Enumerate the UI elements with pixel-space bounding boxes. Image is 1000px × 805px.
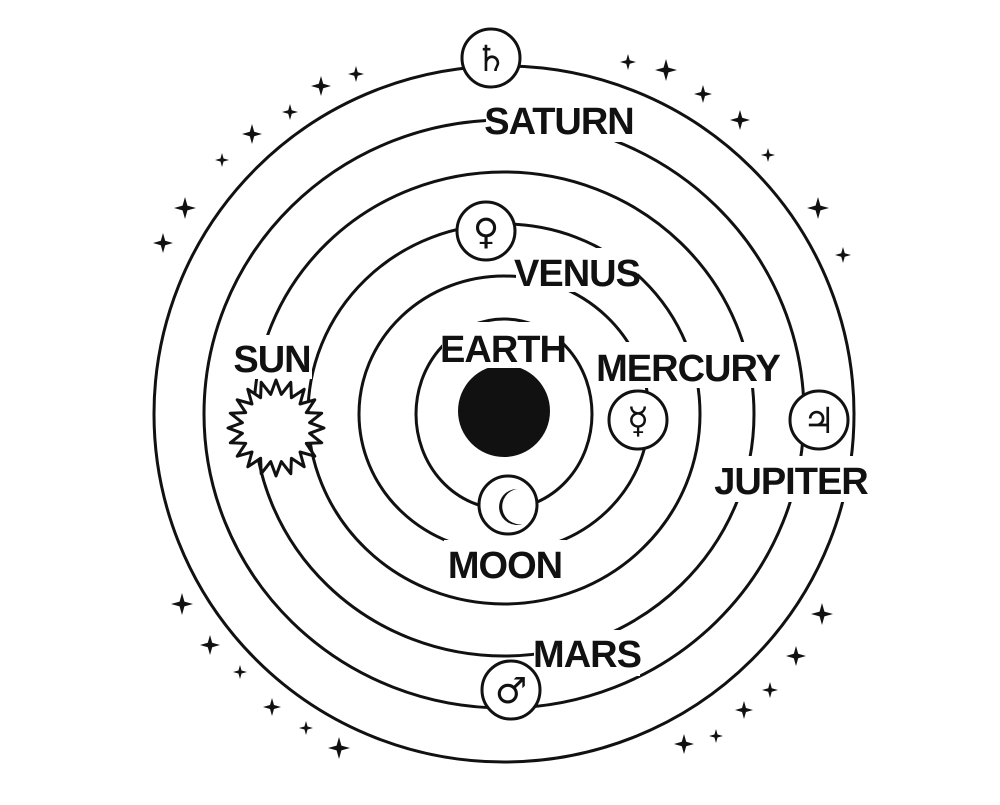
venus-label-bg bbox=[516, 248, 638, 292]
four-point-star-icon bbox=[174, 197, 196, 219]
four-point-star-icon bbox=[200, 635, 220, 655]
four-point-star-icon bbox=[761, 148, 775, 162]
four-point-star-icon bbox=[694, 85, 712, 103]
four-point-star-icon bbox=[709, 729, 723, 743]
four-point-star-icon bbox=[811, 603, 833, 625]
venus-medallion bbox=[455, 200, 517, 262]
mars-label: MARS bbox=[533, 634, 641, 676]
venus-label: VENUS bbox=[514, 253, 640, 295]
saturn-symbol-icon: ♄ bbox=[475, 39, 507, 80]
moon-marker bbox=[477, 474, 539, 536]
mercury-medallion bbox=[607, 389, 669, 451]
earth-disc bbox=[458, 365, 550, 457]
mars-marker: ♂ bbox=[480, 659, 542, 721]
saturn-medallion bbox=[460, 27, 522, 89]
saturn-marker: ♄ bbox=[460, 27, 522, 89]
four-point-star-icon bbox=[835, 247, 851, 263]
sun-label: SUN bbox=[233, 339, 310, 381]
four-point-star-icon bbox=[730, 110, 750, 130]
four-point-star-icon bbox=[263, 698, 281, 716]
mars-symbol-icon: ♂ bbox=[495, 671, 527, 712]
four-point-star-icon bbox=[655, 59, 677, 81]
four-point-star-icon bbox=[282, 104, 298, 120]
mercury-symbol-icon: ☿ bbox=[627, 401, 649, 442]
four-point-star-icon bbox=[762, 682, 778, 698]
mars-label-bg bbox=[534, 630, 640, 676]
four-point-star-icon bbox=[171, 593, 193, 615]
venus-marker: ♀ bbox=[455, 200, 517, 262]
earth-label: EARTH bbox=[440, 329, 566, 371]
four-point-star-icon bbox=[242, 124, 262, 144]
sun-label-bg bbox=[232, 335, 312, 379]
jupiter-marker: ♃ bbox=[788, 389, 850, 451]
four-point-star-icon bbox=[311, 76, 331, 96]
mercury-label: MERCURY bbox=[596, 348, 780, 390]
four-point-star-icon bbox=[620, 54, 636, 70]
four-point-star-icon bbox=[807, 197, 829, 219]
four-point-star-icon bbox=[735, 701, 753, 719]
four-point-star-icon bbox=[348, 66, 364, 82]
moon-label: MOON bbox=[448, 545, 562, 587]
venus-symbol-icon: ♀ bbox=[473, 212, 499, 253]
four-point-star-icon bbox=[674, 734, 694, 754]
jupiter-medallion bbox=[788, 389, 850, 451]
jupiter-label-bg bbox=[720, 456, 862, 502]
four-point-star-icon bbox=[299, 721, 313, 735]
four-point-star-icon bbox=[786, 646, 806, 666]
mars-medallion bbox=[480, 659, 542, 721]
earth-label-bg bbox=[442, 322, 564, 368]
stars bbox=[153, 54, 851, 759]
sun-icon bbox=[226, 378, 326, 478]
mercury-marker: ☿ bbox=[607, 389, 669, 451]
saturn-label-bg bbox=[486, 96, 632, 142]
jupiter-symbol-icon: ♃ bbox=[803, 401, 835, 442]
jupiter-label: JUPITER bbox=[714, 461, 868, 503]
mercury-label-bg bbox=[603, 342, 773, 388]
four-point-star-icon bbox=[215, 153, 229, 167]
sun-rays bbox=[226, 378, 326, 478]
moon-medallion bbox=[477, 474, 539, 536]
moon-label-bg bbox=[444, 540, 566, 586]
saturn-label: SATURN bbox=[484, 101, 634, 143]
four-point-star-icon bbox=[233, 665, 247, 679]
four-point-star-icon bbox=[328, 737, 350, 759]
four-point-star-icon bbox=[153, 233, 173, 253]
